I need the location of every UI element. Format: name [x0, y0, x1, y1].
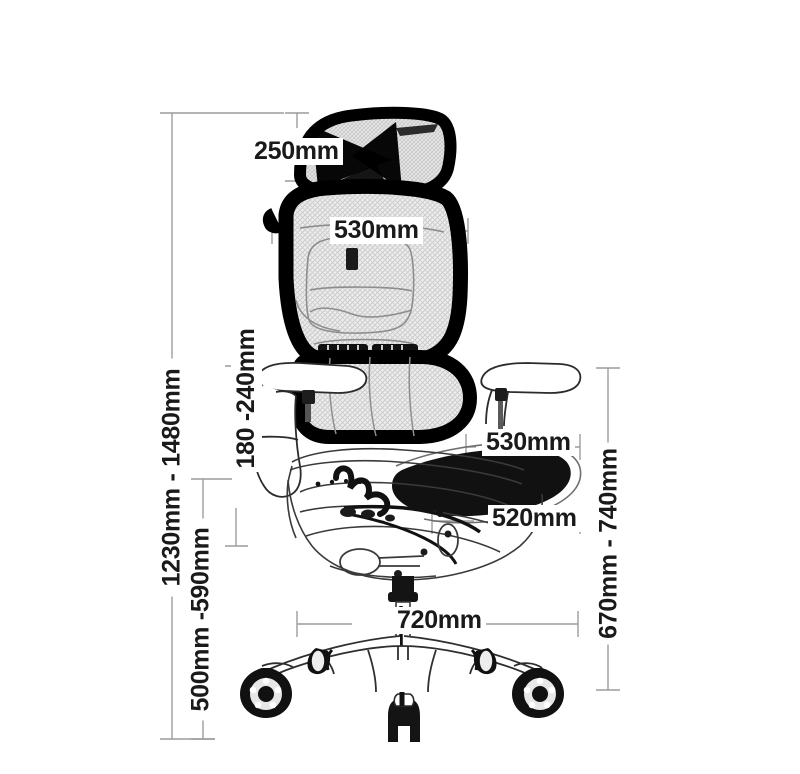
backrest-assembly [262, 178, 468, 373]
armrest-left [251, 361, 368, 498]
armrest-right [480, 362, 582, 427]
caster-wheel-inner-left [307, 648, 334, 675]
dimension-label-seat-depth: 520mm [488, 505, 581, 532]
dimension-label-overall-height: 1230mm - 1480mm [156, 358, 188, 597]
backrest-center-tab [346, 248, 358, 270]
armrest-right-adjuster [495, 388, 507, 431]
caster-wheel-inner-right [470, 648, 497, 675]
caster-wheel-front [388, 692, 420, 742]
seat-back-frame-outline [291, 350, 477, 444]
dimension-label-base-diameter: 720mm [393, 607, 486, 634]
armrest-left-adjuster [302, 390, 315, 422]
dimension-label-seat-height: 500mm -590mm [185, 518, 217, 721]
dimension-label-seat-width: 530mm [482, 429, 575, 456]
caster-wheel-right [512, 662, 564, 718]
backrest-mesh-fill [286, 186, 461, 365]
backrest-side-lever [262, 208, 283, 234]
dimension-label-backrest-width: 530mm [330, 217, 423, 244]
dimension-label-backrest-height: 670mm - 740mm [593, 442, 625, 645]
dimension-label-headrest-height: 250mm [250, 138, 343, 165]
lumbar-support-outline [295, 223, 445, 345]
dimension-label-armrest-height: 180 -240mm [231, 325, 262, 472]
caster-wheel-left [240, 662, 295, 718]
mechanism-hardware [315, 465, 482, 578]
